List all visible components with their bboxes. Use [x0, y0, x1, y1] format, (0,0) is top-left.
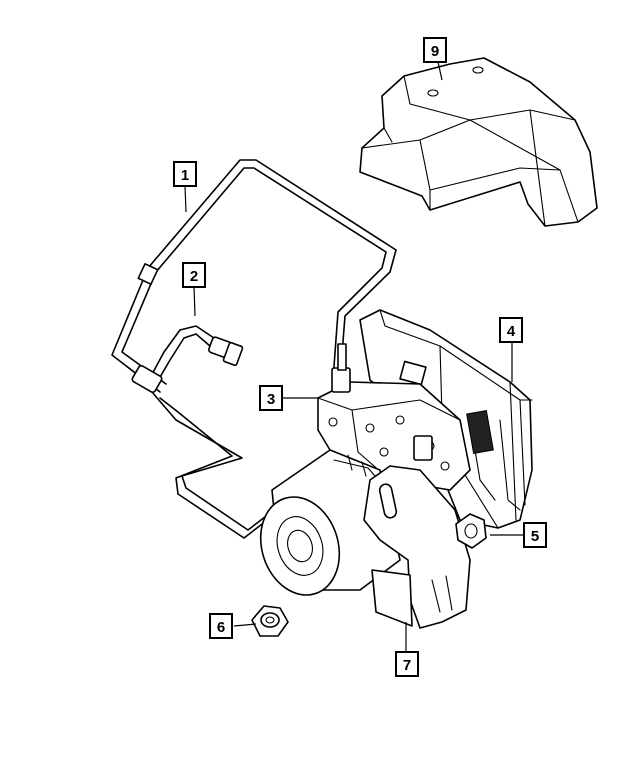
loose-nut-part [251, 605, 289, 637]
leader-lines [184, 61, 524, 652]
bracket-nut-part [455, 513, 487, 549]
callout-9-label: 9 [431, 43, 439, 60]
callout-5-label: 5 [531, 528, 539, 545]
brake-tube-short-part [131, 325, 244, 393]
mounting-bracket-part [363, 465, 471, 629]
callout-3-label: 3 [267, 391, 275, 408]
heat-shield-part [359, 57, 598, 227]
callout-6-label: 6 [217, 619, 225, 636]
callout-1-label: 1 [181, 167, 189, 184]
callout-4: 4 [499, 317, 523, 343]
callout-9: 9 [423, 37, 447, 63]
callout-5: 5 [523, 522, 547, 548]
leader-6 [233, 623, 257, 627]
callout-7: 7 [395, 651, 419, 677]
callout-6: 6 [209, 613, 233, 639]
leader-9 [437, 61, 443, 81]
callout-2-label: 2 [190, 268, 198, 285]
leader-2 [193, 285, 196, 317]
callout-1: 1 [173, 161, 197, 187]
callout-3: 3 [259, 385, 283, 411]
pump-motor [259, 449, 401, 596]
callout-7-label: 7 [403, 657, 411, 674]
leader-1 [184, 185, 187, 213]
callout-2: 2 [182, 262, 206, 288]
callout-4-label: 4 [507, 323, 516, 340]
